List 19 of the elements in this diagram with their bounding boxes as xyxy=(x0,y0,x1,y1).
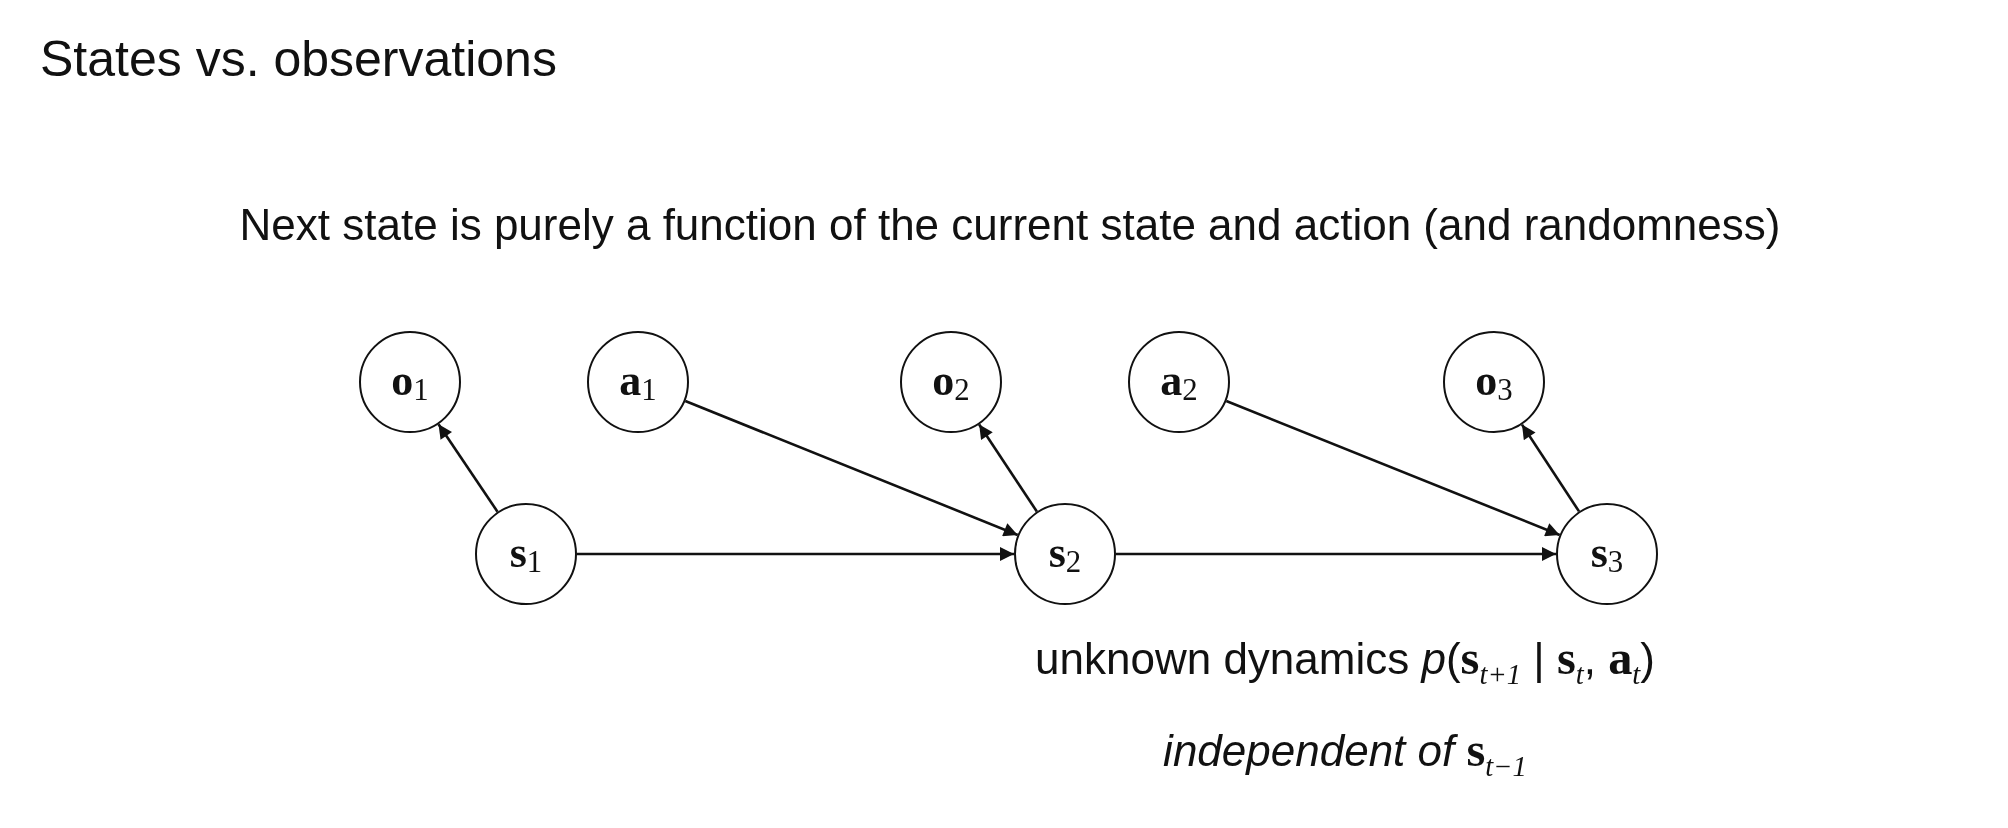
formula-text: unknown dynamics p(s$_{t+1}$ | s$_{t}$, a$_{t}$) xyxy=(1035,630,1655,691)
subtitle: Next state is purely a function of the current state and action (and randomness) xyxy=(239,200,1781,250)
arrow xyxy=(437,423,499,513)
slide-title: States vs. observations xyxy=(40,30,557,88)
arrow xyxy=(684,399,1019,537)
arrow xyxy=(1225,399,1561,537)
variable-label: a$_{1}$ xyxy=(619,358,657,406)
arrow xyxy=(978,423,1038,513)
arrow xyxy=(1116,547,1556,561)
variable-label: o$_{3}$ xyxy=(1475,358,1513,406)
arrow xyxy=(1520,423,1581,513)
variable-label: s$_{3}$ xyxy=(1590,530,1624,578)
variable-label: a$_{2}$ xyxy=(1160,358,1198,406)
variable-label: o$_{2}$ xyxy=(932,358,970,406)
variable-label: s$_{2}$ xyxy=(1048,530,1082,578)
formula-text: independent of s$_{t−1}$ xyxy=(1163,722,1527,783)
arrow xyxy=(577,547,1014,561)
variable-label: o$_{1}$ xyxy=(391,358,429,406)
variable-label: s$_{1}$ xyxy=(509,530,543,578)
